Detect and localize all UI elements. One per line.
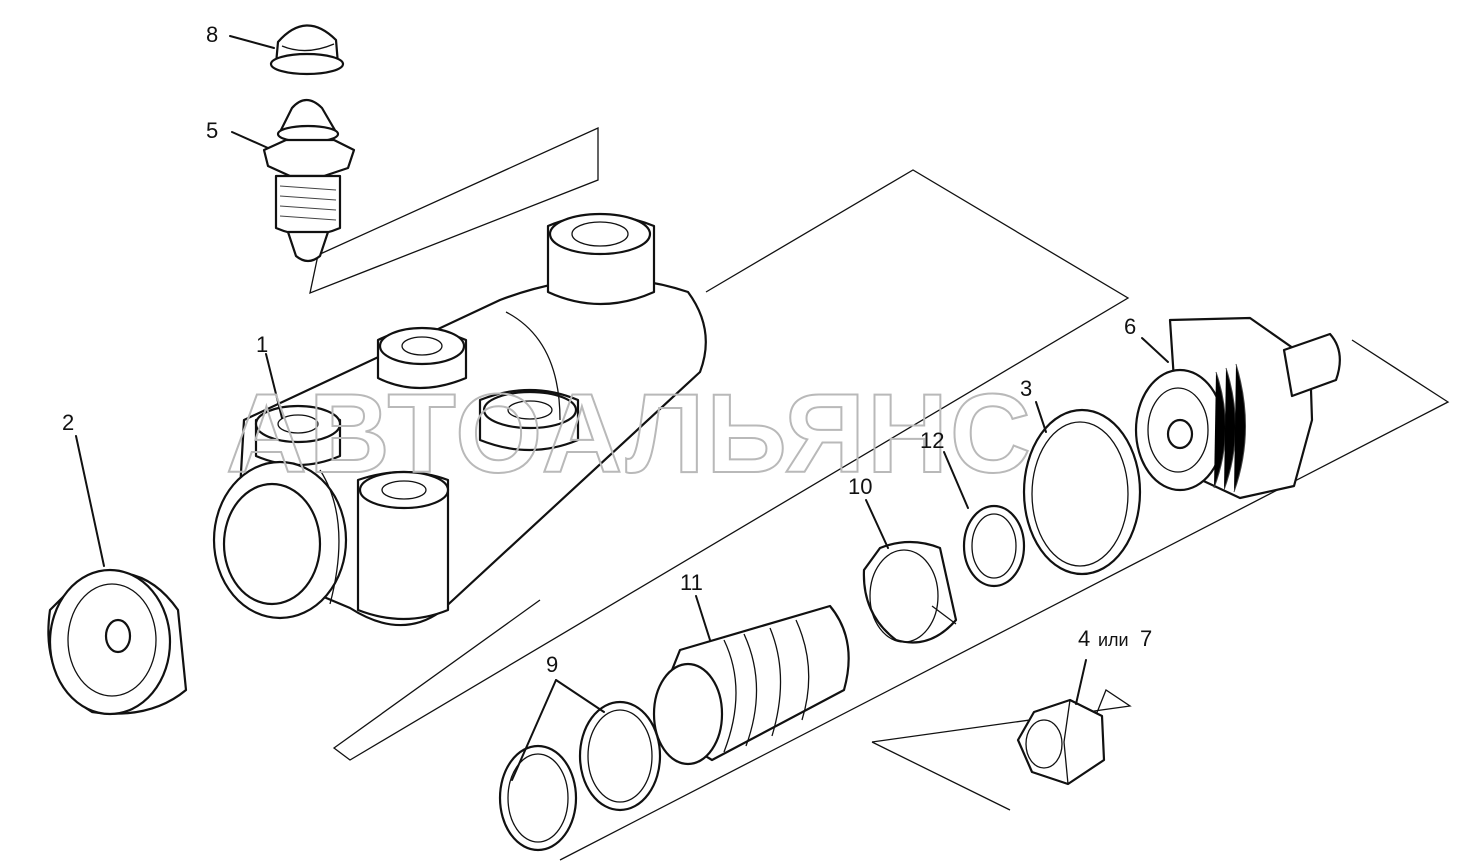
callout-1: 1 bbox=[256, 332, 268, 357]
callout-10: 10 bbox=[848, 474, 872, 499]
callout-12: 12 bbox=[920, 428, 944, 453]
callout-8: 8 bbox=[206, 22, 218, 47]
callout-7: 7 bbox=[1140, 626, 1152, 651]
end-plug-part-6 bbox=[1134, 316, 1341, 500]
guide-main-axis bbox=[332, 169, 1130, 761]
callout-9: 9 bbox=[546, 652, 558, 677]
callout-labels: 8 5 1 2 6 3 12 10 11 9 4 или 7 bbox=[62, 22, 1152, 677]
guide-nut-base bbox=[871, 741, 1011, 811]
callout-6: 6 bbox=[1124, 314, 1136, 339]
callout-4: 4 bbox=[1078, 626, 1090, 651]
callout-2: 2 bbox=[62, 410, 74, 435]
sealing-ring-part-3 bbox=[1022, 408, 1142, 576]
callout-5: 5 bbox=[206, 118, 218, 143]
ring-part-12 bbox=[962, 504, 1026, 588]
cylinder-body-part-1 bbox=[212, 212, 707, 627]
bleeder-screw-part-5 bbox=[262, 98, 356, 263]
callout-or: или bbox=[1098, 630, 1129, 650]
split-collar-part-10 bbox=[862, 540, 958, 644]
dust-cap-part-8 bbox=[269, 24, 345, 76]
boot-part-2 bbox=[47, 568, 188, 716]
hex-nut-part-4-or-7 bbox=[1016, 698, 1106, 786]
callout-11: 11 bbox=[680, 570, 703, 595]
guide-bleeder-valve bbox=[309, 126, 599, 295]
assembly-guides bbox=[309, 126, 1450, 861]
piston-part-11 bbox=[652, 604, 850, 766]
callout-3: 3 bbox=[1020, 376, 1032, 401]
leader-lines bbox=[75, 35, 1169, 781]
seal-rings-part-9 bbox=[498, 700, 662, 852]
guide-piston-seals bbox=[559, 339, 1450, 861]
guide-nut bbox=[871, 689, 1132, 743]
watermark-text: АВТОАЛЬЯНС bbox=[226, 371, 1033, 496]
